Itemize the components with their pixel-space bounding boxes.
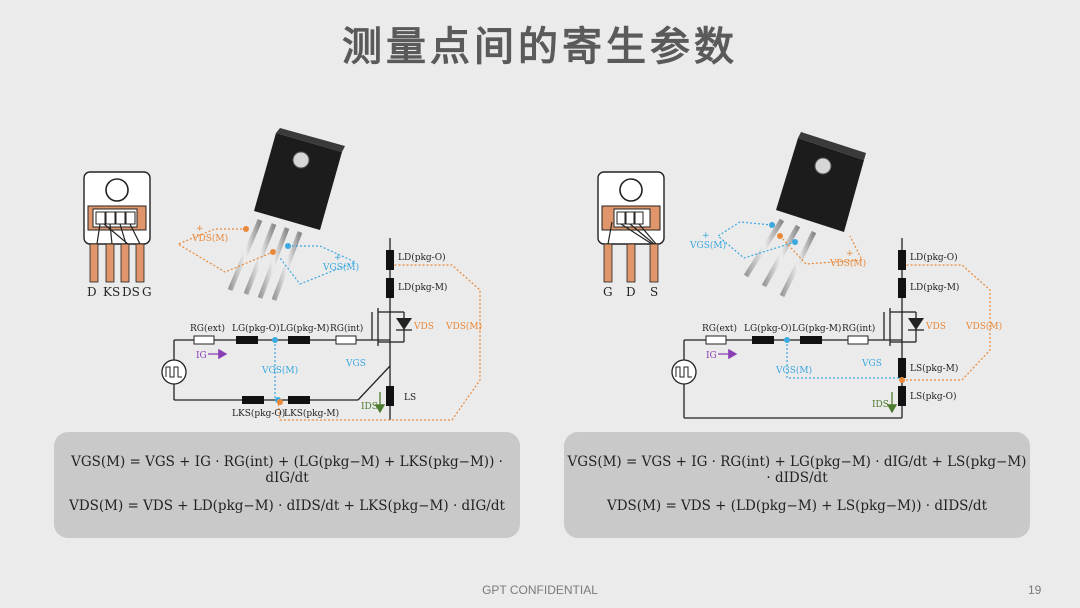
left-label-lg-pkg-o: LG(pkg-O)	[232, 323, 280, 334]
left-plus-sign: +	[334, 253, 342, 263]
left-ls	[386, 386, 394, 406]
right-label-rg-ext: RG(ext)	[702, 323, 737, 334]
left-rg-int	[335, 335, 357, 345]
right-transistor-3d	[743, 132, 866, 298]
right-label-vgs: VGS	[861, 359, 882, 369]
right-label-vgs-m-package: VGS(M)	[689, 240, 726, 251]
left-lg-pkg-m	[288, 336, 310, 344]
left-label-vds-m: VDS(M)	[445, 321, 482, 332]
right-label-lg-pkg-m: LG(pkg-M)	[792, 323, 841, 334]
left-label-ids: IDS	[361, 402, 378, 412]
left-pin-label-d: D	[87, 285, 97, 299]
right-label-ig: IG	[706, 351, 717, 361]
left-label-lks-pkg-o: LKS(pkg-O)	[232, 408, 285, 419]
left-label-ls: LS	[404, 393, 416, 403]
left-plus-sign: +	[196, 224, 204, 234]
left-equation-1: VGS(M) = VGS + IG · RG(int) + (LG(pkg−M)…	[71, 454, 503, 486]
left-measure-loops	[176, 226, 357, 285]
left-lg-pkg-o	[236, 336, 258, 344]
left-panel: D KS DS G VDS(M) + VGS(M) +	[83, 128, 482, 421]
footer-confidential: GPT CONFIDENTIAL	[482, 583, 598, 597]
right-ld-pkg-o	[898, 250, 906, 270]
left-transistor-3d	[227, 128, 345, 301]
left-ld-pkg-m	[386, 278, 394, 298]
left-label-lg-pkg-m: LG(pkg-M)	[280, 323, 329, 334]
right-plus-sign: +	[846, 249, 854, 259]
left-label-vgs-m: VGS(M)	[261, 365, 298, 376]
right-rg-ext	[705, 335, 727, 345]
right-rg-int	[847, 335, 869, 345]
left-equation-2: VDS(M) = VDS + LD(pkg−M) · dIDS/dt + LKS…	[69, 498, 505, 514]
right-label-vds-m: VDS(M)	[965, 321, 1002, 332]
right-label-ls-pkg-m: LS(pkg-M)	[910, 363, 958, 374]
right-label-ld-pkg-m: LD(pkg-M)	[910, 282, 959, 293]
page-number: 19	[1028, 583, 1042, 597]
left-lks-pkg-m	[288, 396, 310, 404]
right-plus-sign: +	[702, 231, 710, 241]
left-pin-label-ds: DS	[122, 285, 140, 299]
right-equation-1: VGS(M) = VGS + IG · RG(int) + LG(pkg−M) …	[567, 454, 1027, 486]
left-label-vds-m-package: VDS(M)	[191, 233, 228, 244]
left-pin-label-g: G	[142, 285, 152, 299]
left-label-rg-int: RG(int)	[330, 323, 363, 334]
left-rg-ext	[193, 335, 215, 345]
left-ld-pkg-o	[386, 250, 394, 270]
right-ls-pkg-m	[898, 358, 906, 378]
left-equation-box: VGS(M) = VGS + IG · RG(int) + (LG(pkg−M)…	[54, 432, 520, 538]
right-label-vds: VDS	[925, 322, 946, 332]
right-measure-loops	[716, 221, 863, 265]
right-lg-pkg-m	[800, 336, 822, 344]
right-label-rg-int: RG(int)	[842, 323, 875, 334]
right-label-ld-pkg-o: LD(pkg-O)	[910, 252, 958, 263]
right-pin-label-s: S	[650, 285, 658, 299]
left-label-ig: IG	[196, 351, 207, 361]
left-label-vds: VDS	[413, 322, 434, 332]
right-panel: G D S VGS(M) + VDS(M) +	[597, 132, 1002, 419]
right-label-ls-pkg-o: LS(pkg-O)	[910, 391, 957, 402]
left-label-ld-pkg-m: LD(pkg-M)	[398, 282, 447, 293]
left-label-vgs: VGS	[345, 359, 366, 369]
right-ls-pkg-o	[898, 386, 906, 406]
right-label-lg-pkg-o: LG(pkg-O)	[744, 323, 792, 334]
left-package-outline	[83, 171, 151, 283]
right-package-outline	[597, 171, 665, 283]
left-label-ld-pkg-o: LD(pkg-O)	[398, 252, 446, 263]
left-label-vgs-m-package: VGS(M)	[322, 262, 359, 273]
right-equation-box: VGS(M) = VGS + IG · RG(int) + LG(pkg−M) …	[564, 432, 1030, 538]
right-label-vgs-m: VGS(M)	[775, 365, 812, 376]
right-pin-label-g: G	[603, 285, 613, 299]
right-pin-label-d: D	[626, 285, 636, 299]
left-lks-pkg-o	[242, 396, 264, 404]
right-label-vds-m-package: VDS(M)	[829, 258, 866, 269]
left-label-lks-pkg-m: LKS(pkg-M)	[284, 408, 339, 419]
right-label-ids: IDS	[872, 400, 889, 410]
left-pin-label-ks: KS	[103, 285, 120, 299]
right-body-diode	[908, 318, 924, 330]
left-label-rg-ext: RG(ext)	[190, 323, 225, 334]
right-equation-2: VDS(M) = VDS + (LD(pkg−M) + LS(pkg−M)) ·…	[606, 498, 988, 514]
page-title: 测量点间的寄生参数	[342, 24, 738, 70]
left-body-diode	[396, 318, 412, 330]
right-lg-pkg-o	[752, 336, 774, 344]
right-ld-pkg-m	[898, 278, 906, 298]
